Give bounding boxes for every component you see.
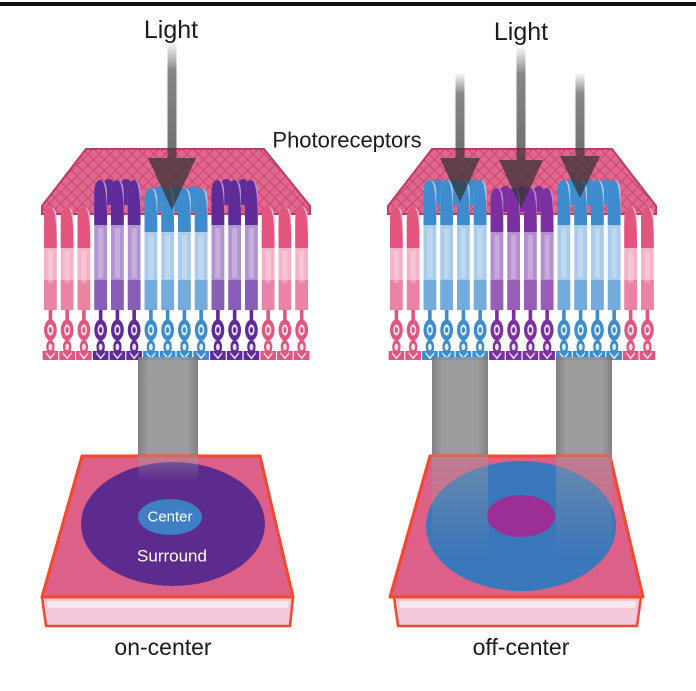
photoreceptors-label: Photoreceptors [272,128,421,153]
center-region-off [487,495,555,537]
cell-band-pink-left-outer [42,207,92,360]
platform-highlight-left [47,601,289,608]
center-region [138,499,202,535]
light-arrow-icon-middle [499,48,543,208]
center-label: Center [147,509,192,526]
top-border [0,2,696,6]
cell-band-purple-ring-right [210,179,260,360]
signal-beam-right-1 [432,357,488,457]
signal-beam-right-2 [556,357,612,457]
light-label-right: Light [494,18,548,46]
beam-fade-right-1 [432,455,488,557]
cell-band-pink-left-outer-r [388,207,421,360]
cell-band-pink-right-outer [260,207,310,360]
receptive-field-left: Center Surround [40,454,295,628]
signal-beam-left [138,357,198,457]
cell-band-pink-right-outer-r [622,207,656,360]
platform-highlight-right [399,601,636,608]
beam-fade-right-2 [556,455,612,557]
beam-fade-left [138,455,198,481]
light-arrow-icon-left [440,74,480,202]
off-center-caption: off-center [473,634,570,660]
light-arrow-icon-right [560,74,600,198]
cell-band-purple-ring-left [92,179,142,360]
light-label-left: Light [144,16,198,44]
surround-label: Surround [137,547,207,566]
light-arrow-icon [148,44,196,210]
on-center-caption: on-center [114,634,212,660]
receptive-field-right [388,454,645,628]
